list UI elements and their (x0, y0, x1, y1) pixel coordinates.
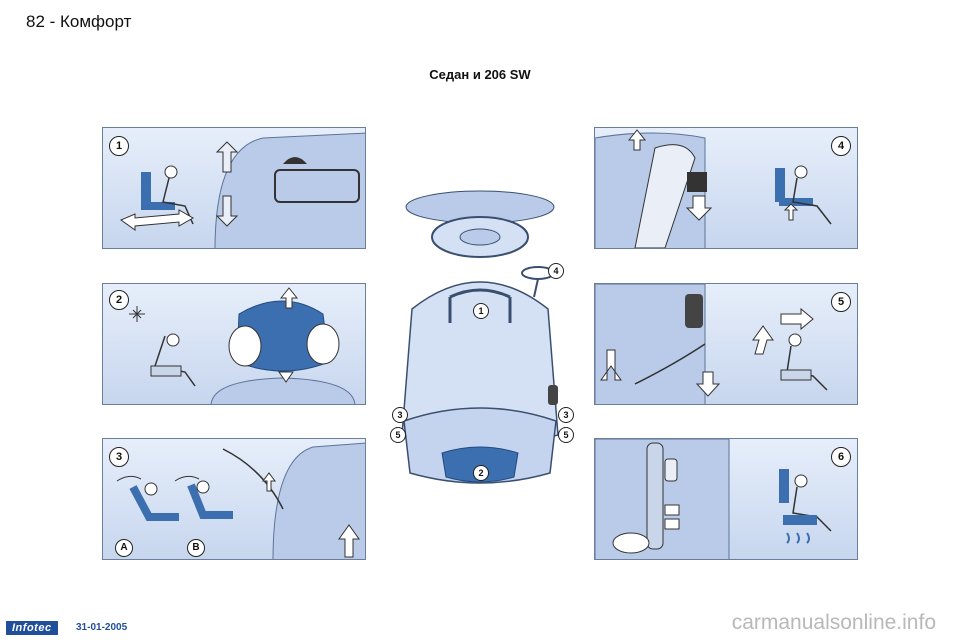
panel-number-badge: 6 (831, 447, 851, 467)
seat-callout-2: 2 (473, 465, 489, 481)
seat-heating-illustration (595, 439, 832, 559)
seat-height-illustration (595, 129, 832, 248)
illustration-panel-5: 5 (594, 283, 858, 405)
seat-and-steering-wheel-drawing (401, 190, 559, 484)
seat-callout-3-right: 3 (558, 407, 574, 423)
illustration-panel-6: 6 (594, 438, 858, 560)
seat-callout-5-left: 5 (390, 427, 406, 443)
footer-date: 31-01-2005 (76, 622, 128, 633)
watermark: carmanualsonline.info (731, 611, 936, 634)
illustration-panel-2: 2 (102, 283, 366, 405)
seat-callout-4: 4 (548, 263, 564, 279)
variant-label-a: A (115, 539, 133, 557)
infotec-logo: Infotec (6, 621, 58, 635)
seat-callout-5-right: 5 (558, 427, 574, 443)
headrest-adjust-illustration (129, 287, 356, 404)
lumbar-adjust-illustration (595, 284, 828, 404)
illustration-panel-4: 4 (594, 127, 858, 249)
panel-number-badge: 2 (109, 290, 129, 310)
panel-number-badge: 3 (109, 447, 129, 467)
panel-number-badge: 4 (831, 136, 851, 156)
seat-callout-1: 1 (473, 303, 489, 319)
backrest-tilt-illustration (116, 442, 365, 559)
section-subtitle: Седан и 206 SW (429, 67, 531, 82)
page-header: 82 - Комфорт (26, 12, 132, 31)
panel-number-badge: 5 (831, 292, 851, 312)
variant-label-b: B (187, 539, 205, 557)
seat-callout-3-left: 3 (392, 407, 408, 423)
panel-number-badge: 1 (109, 136, 129, 156)
seat-slide-illustration (119, 132, 365, 248)
seat-overview-illustration: 1 2 3 3 4 5 5 (390, 185, 574, 505)
illustration-panel-3: 3 A B (102, 438, 366, 560)
illustration-panel-1: 1 (102, 127, 366, 249)
